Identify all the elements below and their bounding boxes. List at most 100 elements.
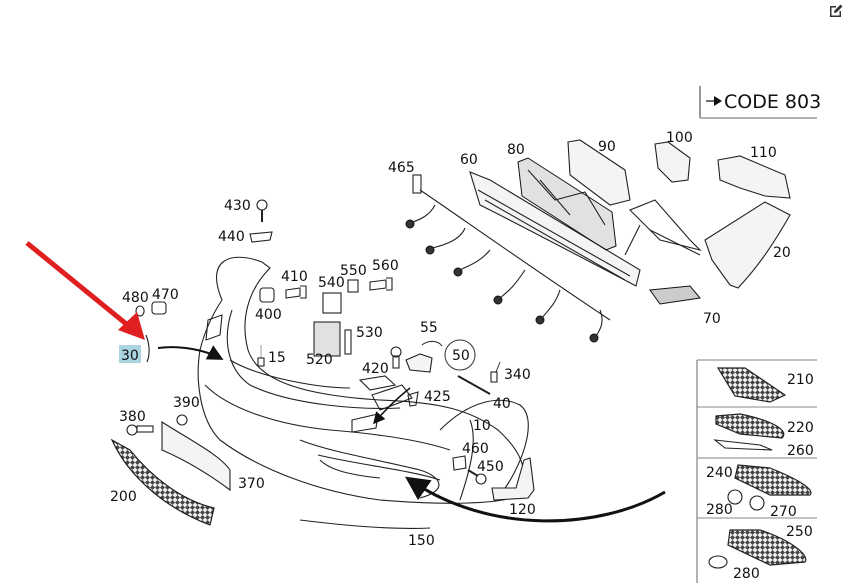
- part-220-grille: [715, 413, 785, 439]
- edit-button[interactable]: [827, 2, 845, 20]
- arrow-right-icon: [706, 96, 722, 106]
- part-labels: 465 60 80 90 100 110 20 70 430 440 410 4…: [110, 130, 814, 582]
- part-530: [344, 329, 352, 355]
- label-210: 210: [787, 372, 814, 388]
- part-430-screw: [256, 199, 268, 222]
- part-400: [259, 287, 275, 303]
- code-box: CODE 803: [699, 86, 821, 119]
- part-120-bracket: [491, 457, 535, 501]
- label-55: 55: [420, 320, 438, 336]
- label-340: 340: [504, 367, 531, 383]
- variant-panels: [696, 359, 817, 583]
- part-80-bracket: [517, 157, 617, 251]
- part-440-clip: [249, 231, 273, 243]
- part-200-grille: [110, 438, 215, 526]
- label-10: 10: [473, 418, 491, 434]
- label-240: 240: [706, 465, 733, 481]
- part-250-grille: [727, 529, 807, 566]
- label-460: 460: [462, 441, 489, 457]
- part-30-cover: [145, 334, 150, 363]
- label-220: 220: [787, 420, 814, 436]
- label-150: 150: [408, 533, 435, 549]
- edit-icon: [830, 4, 843, 17]
- label-420: 420: [362, 361, 389, 377]
- part-70: [649, 285, 701, 305]
- label-520: 520: [306, 352, 333, 368]
- label-100: 100: [666, 130, 693, 146]
- part-100: [654, 141, 691, 183]
- bumper-cover: [197, 256, 529, 504]
- part-15: [257, 345, 265, 367]
- label-465: 465: [388, 160, 415, 176]
- part-40: [457, 375, 491, 395]
- label-70: 70: [703, 311, 721, 327]
- pointer-arrow-30: [157, 345, 224, 360]
- part-210-grille: [716, 367, 787, 403]
- part-55-cable: [421, 340, 443, 347]
- label-530: 530: [356, 325, 383, 341]
- label-20: 20: [773, 245, 791, 261]
- part-280-ring-b: [708, 555, 728, 569]
- part-420-bolt: [390, 346, 402, 369]
- part-465-wiring-harness: [405, 174, 611, 343]
- label-40: 40: [493, 396, 511, 412]
- part-50-sensor: [405, 353, 433, 373]
- pointer-arrow-variants: [405, 476, 666, 523]
- part-280-ring-a: [727, 489, 743, 505]
- label-440: 440: [218, 229, 245, 245]
- label-270: 270: [770, 504, 797, 520]
- label-280-b: 280: [733, 566, 760, 582]
- label-120: 120: [509, 502, 536, 518]
- part-150-strip: [299, 519, 431, 529]
- code-label: CODE 803: [724, 91, 821, 113]
- label-390: 390: [173, 395, 200, 411]
- label-250: 250: [786, 524, 813, 540]
- part-390-nut: [176, 414, 188, 426]
- label-90: 90: [598, 139, 616, 155]
- part-90: [567, 139, 631, 206]
- part-240-grille: [734, 464, 812, 496]
- label-430: 430: [224, 198, 251, 214]
- part-450-screw: [467, 469, 487, 485]
- label-50: 50: [452, 348, 470, 364]
- part-270-ring: [749, 495, 765, 511]
- label-15: 15: [268, 350, 286, 366]
- part-520-control-unit: [313, 321, 341, 357]
- part-260-strip: [713, 439, 773, 451]
- label-425: 425: [424, 389, 451, 405]
- part-60-absorber: [469, 171, 641, 287]
- part-380-bolt: [126, 424, 154, 436]
- label-110: 110: [750, 145, 777, 161]
- part-20-side-bracket: [624, 199, 791, 289]
- label-380: 380: [119, 409, 146, 425]
- part-370-plate-bracket: [161, 420, 231, 492]
- label-560: 560: [372, 258, 399, 274]
- part-460-nut: [452, 455, 467, 471]
- red-highlight-arrow: [25, 241, 145, 340]
- label-540: 540: [318, 275, 345, 291]
- part-340: [490, 361, 501, 383]
- label-410: 410: [281, 269, 308, 285]
- part-470-sensor: [151, 301, 167, 315]
- label-60: 60: [460, 152, 478, 168]
- label-200: 200: [110, 489, 137, 505]
- part-410-bolt: [285, 285, 307, 299]
- label-260: 260: [787, 443, 814, 459]
- part-560-bolt: [369, 277, 393, 291]
- label-80: 80: [507, 142, 525, 158]
- part-480-ring: [135, 305, 145, 317]
- part-540: [322, 292, 342, 314]
- label-370: 370: [238, 476, 265, 492]
- part-110: [717, 155, 791, 199]
- label-470: 470: [152, 287, 179, 303]
- highlight-box-30: [119, 345, 141, 363]
- part-50-callout-circle: [444, 339, 476, 371]
- label-30: 30: [121, 348, 139, 364]
- part-425-clip: [407, 391, 419, 407]
- pointer-arrow-50: [373, 387, 411, 425]
- part-550: [347, 279, 359, 293]
- label-550: 550: [340, 263, 367, 279]
- label-280-a: 280: [706, 502, 733, 518]
- label-400: 400: [255, 307, 282, 323]
